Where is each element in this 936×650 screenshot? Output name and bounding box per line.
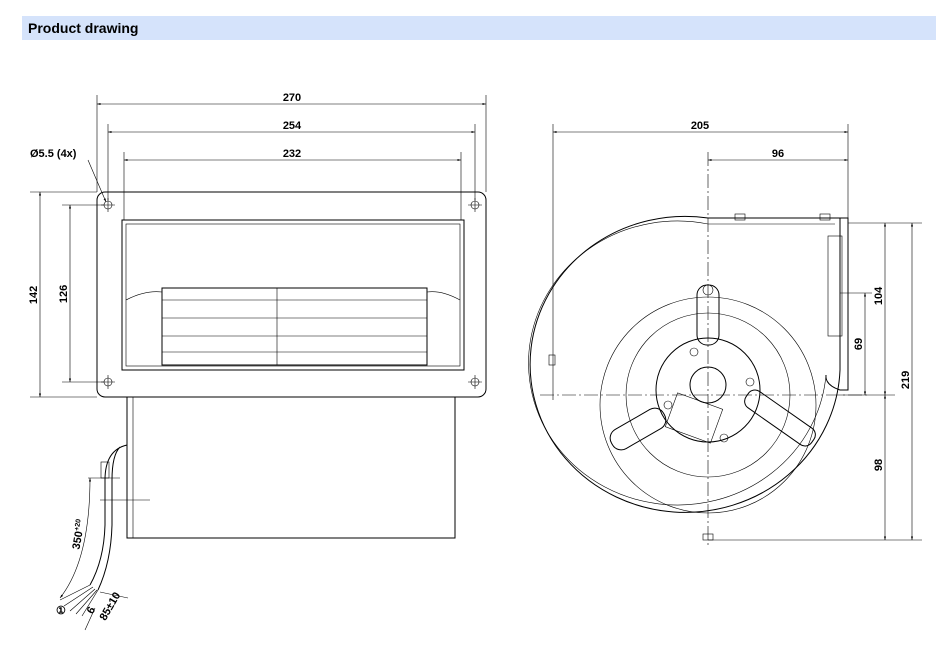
side-view: 205 96 104 69 219 98: [528, 120, 922, 545]
dim-126: 126: [58, 285, 70, 303]
dim-69: 69: [853, 338, 865, 350]
callout-1: ①: [56, 605, 66, 617]
dim-270: 270: [283, 92, 301, 104]
section-header: Product drawing: [22, 16, 936, 40]
hole-note: Ø5.5 (4x): [30, 148, 77, 160]
hole-leader: [87, 159, 107, 203]
shaft-bore: [689, 366, 727, 404]
rating-label: [664, 392, 724, 444]
outlet-flange: [825, 217, 849, 391]
dim-232: 232: [283, 148, 301, 160]
dim-142: 142: [28, 286, 40, 304]
dim-98: 98: [873, 459, 885, 471]
air-opening: [121, 219, 465, 371]
mounting-arm: [609, 407, 667, 451]
mounting-holes: [101, 198, 482, 389]
dim-219: 219: [900, 371, 912, 389]
front-view: 270 254 232 142 126 Ø5.5 (4x) 350+20 6 8…: [28, 92, 487, 631]
housing-clips: [548, 213, 831, 541]
cable-gland: [744, 389, 816, 447]
motor-housing: [126, 396, 456, 539]
rotor: [161, 287, 428, 366]
cable-length-dim-line: [59, 477, 92, 599]
hub-screws: [663, 347, 755, 443]
strip-length: 6: [85, 605, 98, 616]
cable-length-tol: +20: [74, 518, 83, 531]
dim-96: 96: [772, 148, 784, 160]
dim-205: 205: [691, 120, 709, 132]
svg-text:350+20: 350+20: [71, 518, 88, 550]
scroll-housing: [529, 215, 841, 513]
cable: [89, 444, 128, 591]
section-title: Product drawing: [28, 20, 139, 36]
dim-254: 254: [283, 120, 302, 132]
lead-length: 85±10: [98, 590, 124, 622]
extension-lines: [540, 124, 922, 545]
side-plate: [599, 296, 817, 514]
dim-104: 104: [873, 286, 885, 305]
cable-length: 350: [71, 530, 86, 550]
